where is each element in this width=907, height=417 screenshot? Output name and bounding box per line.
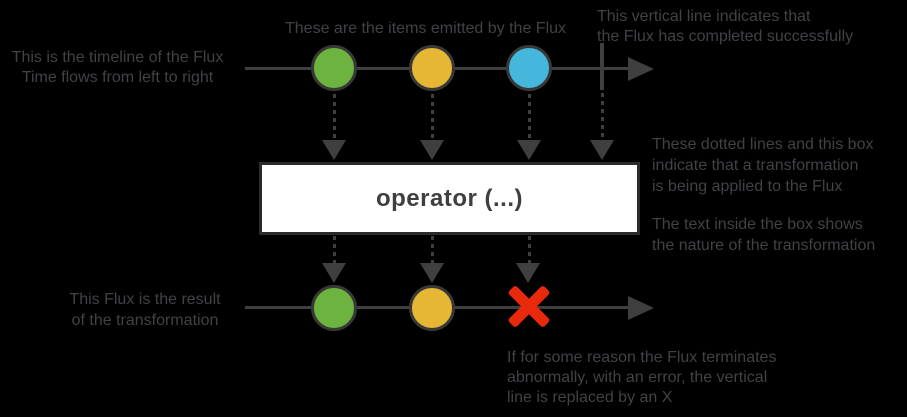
down-arrowhead-icon bbox=[322, 140, 346, 160]
down-arrowhead-icon bbox=[322, 263, 346, 283]
error-description-line2: abnormally, with an error, the vertical bbox=[507, 369, 768, 386]
box-text-description-line2: the nature of the transformation bbox=[652, 237, 876, 254]
box-text-description-line1: The text inside the box shows bbox=[652, 216, 863, 233]
error-description-line1: If for some reason the Flux terminates bbox=[507, 349, 777, 366]
dotted-connector bbox=[431, 94, 434, 140]
error-description-label: If for some reason the Flux terminates a… bbox=[507, 348, 776, 408]
operator-box: operator (...) bbox=[259, 162, 640, 235]
timeline-description-label: This is the timeline of the Flux Time fl… bbox=[0, 48, 235, 88]
operator-box-label: operator (...) bbox=[375, 184, 523, 212]
completion-description-label: This vertical line indicates that the Fl… bbox=[597, 7, 853, 47]
error-description-line3: line is replaced by an X bbox=[507, 389, 673, 406]
transformation-description-label: These dotted lines and this box indicate… bbox=[652, 134, 873, 197]
dotted-connector bbox=[528, 236, 531, 263]
source-marble-yellow bbox=[409, 45, 455, 91]
result-description-label: This Flux is the result of the transform… bbox=[50, 289, 240, 331]
output-timeline-arrow-icon bbox=[628, 296, 654, 320]
dotted-connector bbox=[333, 236, 336, 263]
dotted-connector bbox=[528, 94, 531, 140]
source-timeline-arrow-icon bbox=[628, 57, 654, 81]
result-description-line1: This Flux is the result bbox=[69, 291, 221, 308]
source-marble-green bbox=[311, 45, 357, 91]
dotted-connector bbox=[601, 93, 604, 140]
transformation-description-line3: is being applied to the Flux bbox=[652, 178, 843, 195]
completion-line bbox=[600, 43, 604, 90]
transformation-description-line2: indicate that a transformation bbox=[652, 157, 859, 174]
down-arrowhead-icon bbox=[420, 140, 444, 160]
result-description-line2: of the transformation bbox=[71, 312, 219, 329]
timeline-description-line1: This is the timeline of the Flux bbox=[11, 49, 224, 66]
down-arrowhead-icon bbox=[590, 140, 614, 160]
completion-description-line2: the Flux has completed successfully bbox=[597, 28, 854, 45]
down-arrowhead-icon bbox=[517, 140, 541, 160]
source-marble-blue bbox=[506, 45, 552, 91]
transformation-description-line1: These dotted lines and this box bbox=[652, 136, 874, 153]
items-description-label: These are the items emitted by the Flux bbox=[285, 19, 566, 39]
completion-description-line1: This vertical line indicates that bbox=[597, 8, 811, 25]
timeline-description-line2: Time flows from left to right bbox=[21, 69, 214, 86]
dotted-connector bbox=[333, 94, 336, 140]
dotted-connector bbox=[431, 236, 434, 263]
output-marble-yellow bbox=[409, 285, 455, 331]
box-text-description-label: The text inside the box shows the nature… bbox=[652, 214, 875, 256]
down-arrowhead-icon bbox=[516, 263, 540, 283]
output-marble-green bbox=[311, 285, 357, 331]
down-arrowhead-icon bbox=[420, 263, 444, 283]
items-description-line1: These are the items emitted by the Flux bbox=[285, 20, 567, 37]
